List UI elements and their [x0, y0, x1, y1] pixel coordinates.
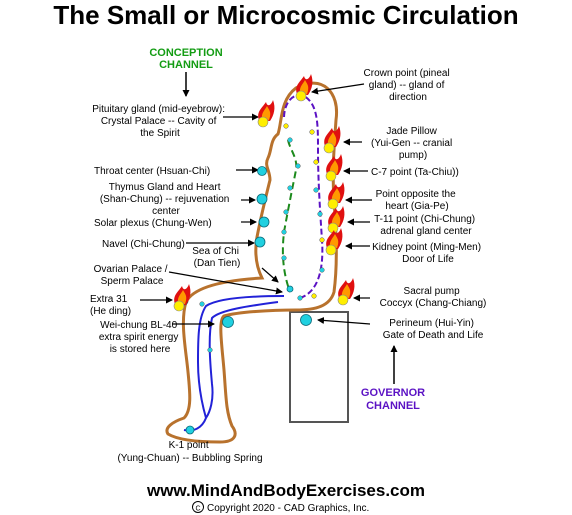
- leader-ovarian: [168, 271, 283, 295]
- body-outline: [165, 81, 339, 444]
- energy-point-3: [325, 170, 337, 182]
- copyright-symbol: C: [195, 506, 200, 513]
- front-points: [179, 166, 312, 435]
- acupoint-6: [222, 316, 234, 328]
- chair: [289, 311, 349, 423]
- label-weichung: Wei-chung BL-40 extra spirit energy is s…: [99, 320, 181, 355]
- governor-channel-label-2: CHANNEL: [366, 400, 420, 412]
- path-point-2: [287, 137, 293, 143]
- label-navel: Navel (Chi-Chung): [102, 239, 185, 250]
- path-point-1: [283, 123, 289, 129]
- acupoint-4: [286, 285, 294, 293]
- copyright-icon: [192, 501, 204, 513]
- governor-path: [283, 94, 324, 299]
- leader-perineum: [317, 316, 371, 325]
- path-point-15: [297, 295, 303, 301]
- path-point-6: [281, 229, 287, 235]
- label-ovarian: Ovarian Palace / Sperm Palace: [94, 264, 171, 287]
- label-heart-opp: Point opposite the heart (Gia-Pe): [376, 189, 459, 212]
- path-point-8: [309, 129, 315, 135]
- energy-point-7: [337, 294, 349, 306]
- path-point-11: [317, 211, 323, 217]
- path-point-17: [207, 347, 213, 353]
- label-k1: K-1 point (Yung-Chuan) -- Bubbling Sprin…: [117, 440, 262, 464]
- label-throat: Throat center (Hsuan-Chi): [94, 166, 210, 177]
- path-point-16: [199, 301, 205, 307]
- label-crown: Crown point (pineal gland) -- gland of d…: [364, 68, 453, 103]
- acupoint-3: [254, 236, 266, 248]
- flame-icon: [295, 74, 313, 102]
- label-jade: Jade Pillow (Yui-Gen -- cranial pump): [371, 126, 455, 161]
- path-point-9: [313, 159, 319, 165]
- flame-icon: [327, 206, 345, 234]
- label-extra31: Extra 31 (He ding): [90, 294, 131, 317]
- path-point-14: [311, 293, 317, 299]
- conception-channel-label-1: CONCEPTION: [149, 47, 222, 59]
- path-point-5: [283, 209, 289, 215]
- flame-icon: [327, 182, 345, 210]
- acupoint-7: [300, 314, 312, 326]
- path-point-12: [319, 237, 325, 243]
- energy-point-4: [327, 198, 339, 210]
- acupoint-2: [258, 216, 270, 228]
- energy-point-1: [257, 116, 269, 128]
- leader-crown: [311, 83, 365, 95]
- copyright-text: Copyright 2020 - CAD Graphics, Inc.: [207, 503, 369, 514]
- conception-channel-label-2: CHANNEL: [159, 59, 213, 71]
- path-point-10: [313, 187, 319, 193]
- flame-icon: [257, 100, 275, 128]
- label-c7: C-7 point (Ta-Chiu)): [371, 167, 459, 178]
- energy-point-8: [173, 300, 185, 312]
- energy-point-2: [323, 142, 335, 154]
- label-kidney: Kidney point (Ming-Men) Door of Life: [372, 242, 484, 265]
- acupoint-0: [257, 166, 267, 176]
- flame-icon: [173, 284, 191, 312]
- flame-icon: [325, 154, 343, 182]
- energy-point-6: [325, 244, 337, 256]
- path-point-7: [281, 255, 287, 261]
- label-perineum: Perineum (Hui-Yin) Gate of Death and Lif…: [383, 318, 484, 341]
- label-thymus: Thymus Gland and Heart (Shan-Chung) -- r…: [100, 182, 232, 217]
- flame-icon: [337, 278, 355, 306]
- leader-sea: [261, 267, 279, 283]
- flame-icon: [323, 126, 341, 154]
- label-sea: Sea of Chi (Dan Tien): [192, 246, 241, 269]
- path-point-3: [295, 163, 301, 169]
- leg-energy-path: [183, 295, 285, 432]
- energy-point-0: [295, 90, 307, 102]
- path-point-13: [319, 267, 325, 273]
- acupoint-8: [185, 425, 195, 435]
- flame-icon: [325, 228, 343, 256]
- label-t11: T-11 point (Chi-Chung) adrenal gland cen…: [374, 214, 478, 237]
- page-title: The Small or Microcosmic Circulation: [53, 0, 518, 30]
- governor-channel-label-1: GOVERNOR: [361, 387, 425, 399]
- label-solar: Solar plexus (Chung-Wen): [94, 218, 212, 229]
- path-point-4: [287, 185, 293, 191]
- label-sacral: Sacral pump Coccyx (Chang-Chiang): [380, 286, 487, 309]
- website-url: www.MindAndBodyExercises.com: [146, 481, 425, 500]
- acupoint-1: [256, 193, 268, 205]
- label-pituitary: Pituitary gland (mid-eyebrow): Crystal P…: [92, 104, 228, 139]
- conception-path: [281, 139, 298, 293]
- flames: [173, 74, 355, 312]
